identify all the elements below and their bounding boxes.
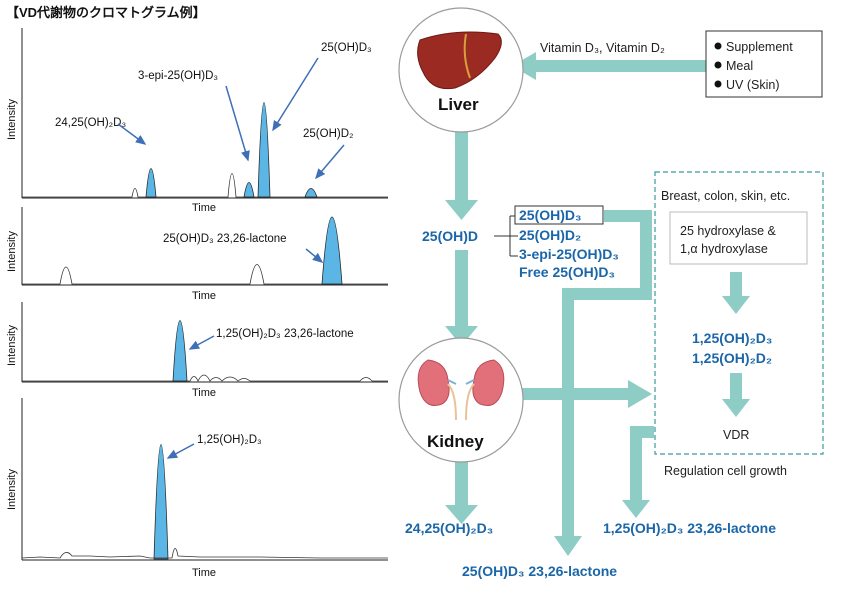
form-free: Free 25(OH)D₃ [519,264,615,280]
peak-25-lactone [321,216,343,285]
chromatogram-4: Intensity Time 1,25(OH)₂D₃ [6,398,388,579]
label-1-25: 1,25(OH)₂D₃ [197,434,262,446]
label-25-lactone: 25(OH)D₃ 23,26-lactone [163,233,287,245]
peak-25ohd3 [257,102,271,198]
source-meal: Meal [726,59,753,73]
out-24-25: 24,25(OH)₂D₃ [405,520,493,536]
kidney-label: Kidney [427,432,484,451]
xlabel-3: Time [192,387,216,399]
peak-1-25-lactone [172,320,188,382]
tissues-label: Breast, colon, skin, etc. [661,189,790,203]
active-1-25d3: 1,25(OH)₂D₃ [692,330,772,346]
forms-bracket [494,215,518,257]
label-24-25: 24,25(OH)₂D₃ [55,117,126,129]
xlabel-2: Time [192,290,216,302]
xlabel-4: Time [192,567,216,579]
label-25ohd2: 25(OH)D₂ [303,128,353,140]
pathway-arrows [445,52,750,556]
kidney-icon [417,359,505,421]
peak-24-25 [145,168,157,198]
form-25ohd2: 25(OH)D₂ [519,227,581,243]
label-3epi: 3-epi-25(OH)D₃ [138,70,218,82]
enzyme-line1: 25 hydroxylase & [680,224,777,238]
vdr-label: VDR [723,428,749,442]
active-1-25d2: 1,25(OH)₂D₂ [692,350,772,366]
chromatogram-1: Intensity Time 24,25(OH)₂D₃ 3-epi-25(OH)… [6,28,388,214]
trace-3 [22,374,388,382]
trace-1 [22,173,388,198]
out-1-25-lactone: 1,25(OH)₂D₃ 23,26-lactone [603,520,776,536]
form-3epi: 3-epi-25(OH)D₃ [519,246,619,262]
label-1-25-lactone: 1,25(OH)₂D₃ 23,26-lactone [216,328,354,340]
trace-4 [21,548,388,559]
kidney-node[interactable]: Kidney [398,337,524,463]
chromatogram-2: Intensity Time 25(OH)D₃ 23,26-lactone [6,207,388,302]
regulation-label: Regulation cell growth [664,464,787,478]
header-title: 【VD代謝物のクロマトグラム例】 [6,5,206,20]
chromatogram-3: Intensity Time 1,25(OH)₂D₃ 23,26-lactone [6,302,388,399]
trace-2 [22,264,388,285]
input-label: Vitamin D₃, Vitamin D₂ [540,41,665,55]
form-highlight-box [514,205,604,225]
node-25ohd: 25(OH)D [422,228,478,244]
peak-25ohd2 [304,188,318,198]
source-supplement: Supplement [726,40,793,54]
xlabel-1: Time [192,202,216,214]
liver-label: Liver [438,95,479,114]
ylabel-1: Intensity [6,99,18,140]
source-uv: UV (Skin) [726,78,779,92]
sources-box: Supplement Meal UV (Skin) [705,30,823,98]
label-25ohd3: 25(OH)D₃ [321,42,372,54]
peak-1-25 [153,444,169,560]
liver-icon [417,31,502,90]
out-25-lactone: 25(OH)D₃ 23,26-lactone [462,563,617,579]
ylabel-2: Intensity [6,231,18,272]
form-25ohd3: 25(OH)D₃ [519,207,581,223]
peak-3epi [243,182,255,198]
liver-node[interactable]: Liver [398,7,524,133]
tissue-box: Breast, colon, skin, etc. 25 hydroxylase… [654,171,824,455]
enzyme-line2: 1,α hydroxylase [680,242,768,256]
ylabel-3: Intensity [6,325,18,366]
ylabel-4: Intensity [6,469,18,510]
